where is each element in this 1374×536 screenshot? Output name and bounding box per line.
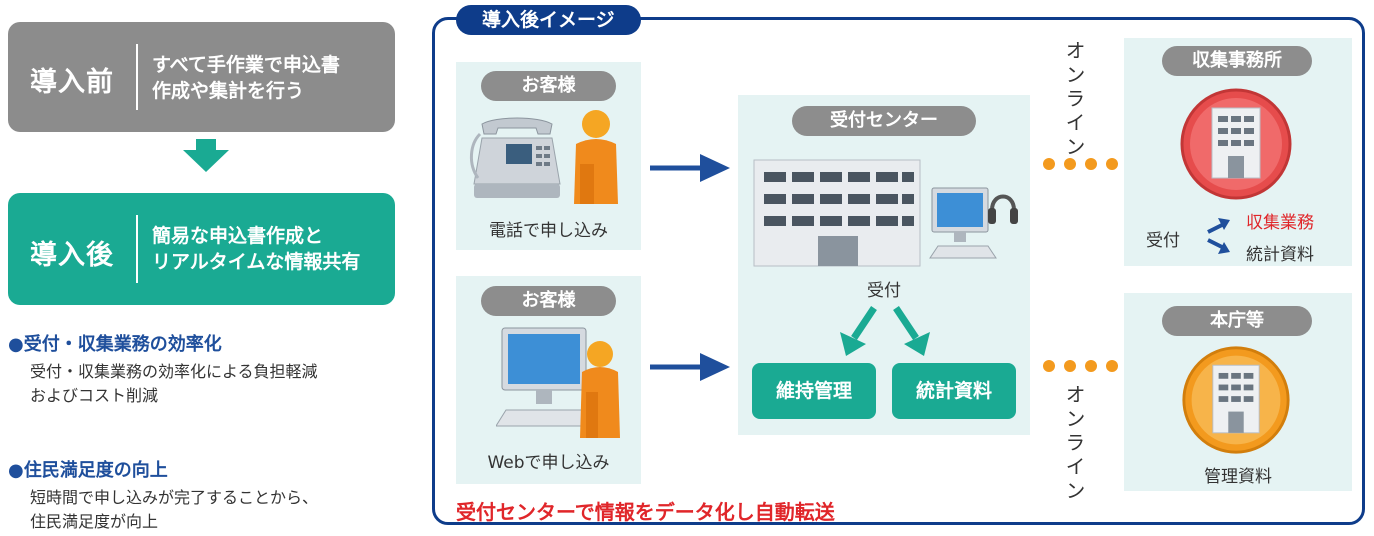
- split-arrows-icon: [840, 306, 930, 356]
- benefit-title: ●受付・収集業務の効率化: [8, 334, 222, 355]
- benefit-satisfaction: ●住民満足度の向上 短時間で申し込みが完了することから、 住民満足度が向上: [8, 456, 408, 534]
- office-task-statistics: 統計資料: [1246, 245, 1314, 265]
- after-description: 簡易な申込書作成と リアルタイムな情報共有: [152, 223, 360, 275]
- benefit-description: 受付・収集業務の効率化による負担軽減 およびコスト削減: [30, 360, 408, 408]
- benefit-efficiency: ●受付・収集業務の効率化 受付・収集業務の効率化による負担軽減 およびコスト削減: [8, 330, 408, 408]
- before-desc-line2: 作成や集計を行う: [152, 80, 305, 102]
- connector-dots-bottom: [1043, 360, 1118, 372]
- benefit-desc-line: 短時間で申し込みが完了することから、: [30, 488, 319, 507]
- online-label-top: オンライン: [1062, 40, 1086, 160]
- panel-footer-note: 受付センターで情報をデータ化し自動転送: [456, 500, 835, 524]
- after-desc-line1: 簡易な申込書作成と: [152, 225, 324, 247]
- before-desc-line1: すべて手作業で申込書: [152, 54, 340, 76]
- telephone-person-icon: [470, 110, 618, 204]
- office-task-collection: 収集業務: [1246, 213, 1314, 233]
- reception-center-label: 受付センター: [792, 106, 976, 136]
- down-arrow-icon: [183, 139, 229, 172]
- benefit-desc-line: 住民満足度が向上: [30, 512, 159, 531]
- arrow-right-icon: [650, 154, 730, 182]
- headquarters-label: 本庁等: [1162, 306, 1312, 336]
- benefit-desc-line: およびコスト削減: [30, 386, 159, 405]
- office-building-computer-icon: [753, 159, 1018, 267]
- after-title: 導入後: [30, 240, 114, 271]
- arrow-right-icon: [650, 353, 730, 381]
- before-title: 導入前: [30, 67, 114, 98]
- before-description: すべて手作業で申込書 作成や集計を行う: [152, 52, 340, 104]
- benefit-description: 短時間で申し込みが完了することから、 住民満足度が向上: [30, 486, 408, 534]
- separator: [136, 215, 138, 283]
- before-introduction-box: 導入前 すべて手作業で申込書 作成や集計を行う: [8, 22, 395, 132]
- after-image-panel: [432, 17, 1365, 525]
- benefit-title: ●住民満足度の向上: [8, 460, 168, 481]
- benefit-desc-line: 受付・収集業務の効率化による負担軽減: [30, 362, 318, 381]
- branch-arrows-icon: [1207, 218, 1230, 254]
- customer-phone-label: お客様: [481, 71, 616, 101]
- reception-caption: 受付: [867, 281, 901, 301]
- panel-title: 導入後イメージ: [456, 5, 641, 35]
- computer-person-icon: [496, 327, 620, 438]
- office-building-red-icon: [1180, 88, 1292, 200]
- online-label-bottom: オンライン: [1062, 384, 1086, 504]
- office-reception-label: 受付: [1146, 231, 1180, 251]
- after-introduction-box: 導入後 簡易な申込書作成と リアルタイムな情報共有: [8, 193, 395, 305]
- after-desc-line2: リアルタイムな情報共有: [152, 251, 361, 273]
- statistics-button: 統計資料: [892, 363, 1016, 419]
- office-building-orange-icon: [1182, 346, 1290, 454]
- maintenance-button: 維持管理: [752, 363, 876, 419]
- collection-office-label: 収集事務所: [1162, 46, 1312, 76]
- customer-web-caption: Webで申し込み: [487, 453, 610, 473]
- separator: [136, 44, 138, 110]
- customer-phone-caption: 電話で申し込み: [489, 221, 608, 241]
- customer-web-label: お客様: [481, 286, 616, 316]
- headquarters-caption: 管理資料: [1204, 467, 1272, 487]
- connector-dots-top: [1043, 158, 1118, 170]
